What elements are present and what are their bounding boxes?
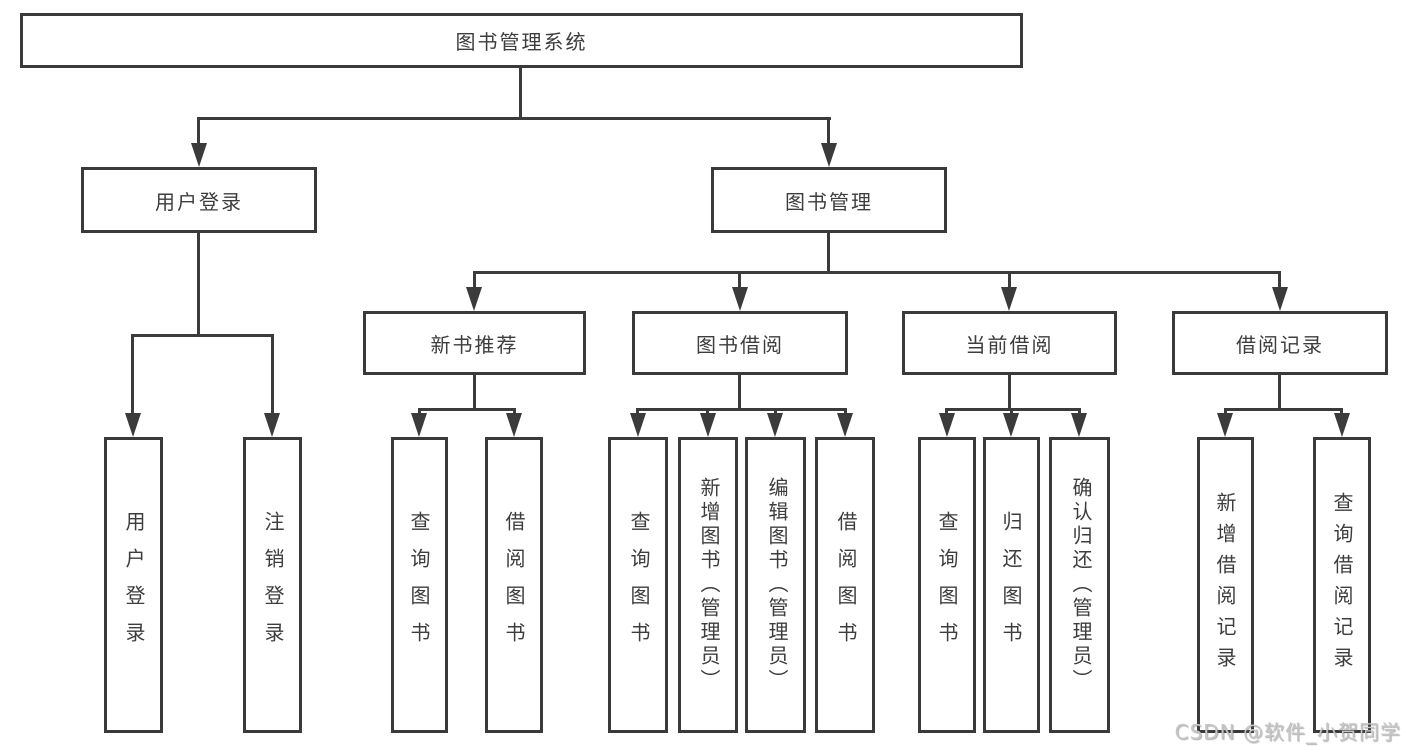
connector-drop-leaf xyxy=(945,408,948,416)
connector-stem xyxy=(738,375,741,411)
arrow-down-icon xyxy=(1272,287,1288,311)
connector-drop-leaf xyxy=(513,408,516,416)
arrow-down-icon xyxy=(1334,413,1350,437)
leaf-user-login: 用户登录 xyxy=(104,437,163,733)
connector-stem xyxy=(1008,375,1011,411)
arrow-down-icon xyxy=(837,413,853,437)
arrow-down-icon xyxy=(466,287,482,311)
arrow-down-icon xyxy=(939,413,955,437)
node-library-management-system: 图书管理系统 xyxy=(20,13,1023,68)
connector-stem xyxy=(473,375,476,411)
arrow-down-icon xyxy=(630,413,646,437)
connector-drop-leaf xyxy=(131,334,134,415)
connector-drop-leaf xyxy=(844,408,847,416)
node-borrow-records: 借阅记录 xyxy=(1172,311,1388,375)
connector-drop-leaf xyxy=(1340,408,1343,416)
arrow-down-icon xyxy=(700,413,716,437)
node-label: 用户登录 xyxy=(155,189,243,214)
arrow-down-icon xyxy=(767,413,783,437)
arrow-down-icon xyxy=(191,143,207,167)
connector-drop-leaf xyxy=(1010,408,1013,416)
connector-drop-leaf xyxy=(774,408,777,416)
node-book-management: 图书管理 xyxy=(711,167,947,233)
connector-drop-leaf xyxy=(1224,408,1227,416)
leaf-edit-books-admin: 编辑图书（管理员） xyxy=(745,437,806,733)
node-user-login: 用户登录 xyxy=(81,167,317,233)
connector-drop-leaf xyxy=(706,408,709,416)
leaf-query-books: 查询图书 xyxy=(391,437,448,733)
node-current-borrow: 当前借阅 xyxy=(902,311,1117,375)
leaf-query-borrow-record: 查询借阅记录 xyxy=(1313,437,1371,733)
arrow-down-icon xyxy=(1217,413,1233,437)
node-label: 图书管理系统 xyxy=(455,30,588,54)
connector-rail xyxy=(418,408,516,411)
arrow-down-icon xyxy=(732,287,748,311)
leaf-query-books: 查询图书 xyxy=(608,437,668,733)
leaf-return-books: 归还图书 xyxy=(983,437,1040,733)
connector-drop-book-management xyxy=(827,117,830,145)
node-new-book-recommend: 新书推荐 xyxy=(363,311,586,375)
connector-book-mgmt-rail xyxy=(473,271,1281,274)
connector-stem xyxy=(1278,375,1281,411)
connector-drop-level3 xyxy=(473,271,476,290)
leaf-add-borrow-record: 新增借阅记录 xyxy=(1197,437,1254,733)
node-label: 图书借阅 xyxy=(696,332,784,357)
connector-rail xyxy=(1224,408,1343,411)
connector-drop-level3 xyxy=(1278,271,1281,290)
leaf-borrow-books: 借阅图书 xyxy=(815,437,875,733)
leaf-confirm-return-admin: 确认归还（管理员） xyxy=(1049,437,1110,733)
arrow-down-icon xyxy=(264,413,280,437)
node-label: 当前借阅 xyxy=(965,332,1054,357)
connector-book-mgmt-stem xyxy=(827,233,830,273)
connector-drop-leaf xyxy=(636,408,639,416)
connector-drop-level3 xyxy=(738,271,741,290)
leaf-logout: 注销登录 xyxy=(243,437,302,733)
csdn-watermark: CSDN @软件_小贺同学 xyxy=(1174,720,1401,744)
arrow-down-icon xyxy=(125,413,141,437)
connector-drop-level3 xyxy=(1008,271,1011,290)
node-label: 新书推荐 xyxy=(430,332,519,357)
connector-drop-leaf xyxy=(418,408,421,416)
connector-user-login-rail xyxy=(131,334,274,337)
connector-root-rail xyxy=(197,117,831,120)
connector-drop-leaf xyxy=(1078,408,1081,416)
leaf-query-books: 查询图书 xyxy=(918,437,976,733)
node-label: 图书管理 xyxy=(785,189,873,214)
arrow-down-icon xyxy=(411,413,427,437)
arrow-down-icon xyxy=(1003,413,1019,437)
arrow-down-icon xyxy=(821,143,837,167)
connector-user-login-stem xyxy=(197,233,200,336)
connector-rail xyxy=(636,408,847,411)
arrow-down-icon xyxy=(1071,413,1087,437)
leaf-borrow-books: 借阅图书 xyxy=(485,437,543,733)
connector-drop-leaf xyxy=(271,334,274,415)
node-label: 借阅记录 xyxy=(1236,332,1324,357)
connector-root-stem xyxy=(519,68,522,119)
node-book-borrow: 图书借阅 xyxy=(632,311,848,375)
connector-rail xyxy=(945,408,1081,411)
connector-drop-user-login xyxy=(197,117,200,145)
arrow-down-icon xyxy=(1001,287,1017,311)
arrow-down-icon xyxy=(506,413,522,437)
leaf-add-books-admin: 新增图书（管理员） xyxy=(678,437,738,733)
